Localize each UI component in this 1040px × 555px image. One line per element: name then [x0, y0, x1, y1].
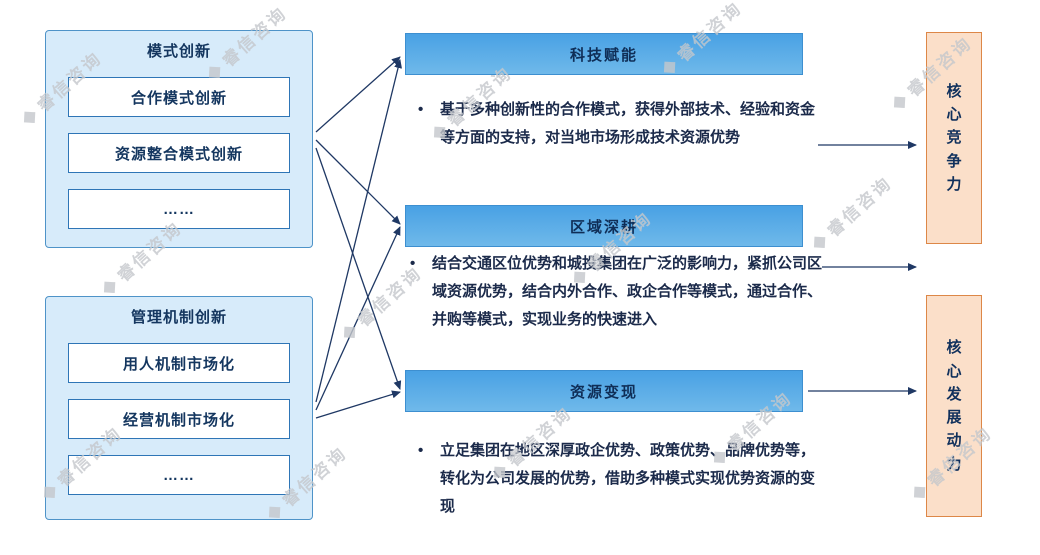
bullet-marker: • [410, 255, 416, 272]
result-box-core-development-power: 核心发展动力 [926, 295, 982, 517]
result-box-label: 核心竞争力 [946, 82, 962, 193]
section-header-tech-empowerment: 科技赋能 [405, 33, 803, 75]
item-operating-mechanism-marketization: 经营机制市场化 [68, 399, 290, 439]
item-model-ellipsis: …… [68, 189, 290, 229]
result-box-core-competitiveness: 核心竞争力 [926, 32, 982, 244]
section-body-tech-empowerment: • 基于多种创新性的合作模式，获得外部技术、经验和资金等方面的支持，对当地市场形… [418, 96, 818, 152]
item-cooperation-model-innovation: 合作模式创新 [68, 77, 290, 117]
section-title: 资源变现 [569, 383, 638, 401]
section-bullet-text: 立足集团在地区深厚政企优势、政策优势、品牌优势等，转化为公司发展的优势，借助多种… [440, 442, 816, 515]
left-group-model-innovation: 模式创新 合作模式创新 资源整合模式创新 …… [45, 30, 313, 248]
section-title: 区域深耕 [569, 218, 638, 236]
bullet-marker: • [418, 442, 424, 459]
section-bullet-text: 结合交通区位优势和城投集团在广泛的影响力，紧抓公司区域资源优势，结合内外合作、政… [432, 255, 823, 328]
group-title-model-innovation: 模式创新 [146, 43, 211, 60]
left-group-management-mechanism-innovation: 管理机制创新 用人机制市场化 经营机制市场化 …… [45, 296, 313, 520]
section-header-regional-cultivation: 区域深耕 [405, 205, 803, 247]
item-hiring-mechanism-marketization: 用人机制市场化 [68, 343, 290, 383]
group-title-management-mechanism: 管理机制创新 [130, 309, 227, 326]
section-header-resource-monetization: 资源变现 [405, 370, 803, 412]
bullet-marker: • [418, 101, 424, 118]
item-resource-integration-model-innovation: 资源整合模式创新 [68, 133, 290, 173]
result-box-label: 核心发展动力 [946, 339, 962, 473]
section-body-resource-monetization: • 立足集团在地区深厚政企优势、政策优势、品牌优势等，转化为公司发展的优势，借助… [418, 437, 818, 520]
section-bullet-text: 基于多种创新性的合作模式，获得外部技术、经验和资金等方面的支持，对当地市场形成技… [440, 101, 816, 146]
section-body-regional-cultivation: • 结合交通区位优势和城投集团在广泛的影响力，紧抓公司区域资源优势，结合内外合作… [410, 250, 822, 333]
item-mechanism-ellipsis: …… [68, 455, 290, 495]
section-title: 科技赋能 [569, 46, 638, 64]
